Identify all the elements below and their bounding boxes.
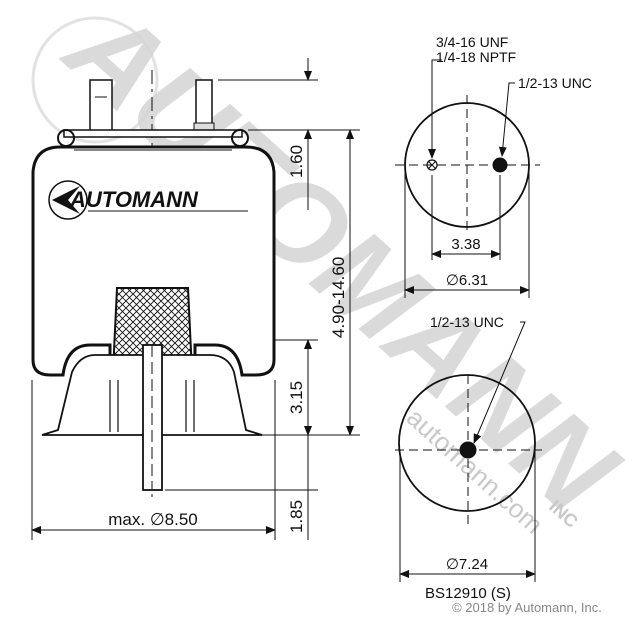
dimension-overall-height: 4.90-14.60 [329, 257, 348, 338]
copyright: © 2018 by Automann, Inc. [452, 600, 602, 615]
piston-bottom-view [395, 321, 542, 582]
dimension-3-15: 3.15 [287, 381, 306, 414]
part-number: BS12910 (S) [425, 585, 511, 602]
automann-logo: AUTOMANN [48, 180, 248, 220]
bottom-diameter: ∅7.24 [446, 556, 488, 573]
top-spacing: 3.38 [451, 236, 480, 253]
air-fitting-stud [89, 79, 113, 136]
bottom-stud-hole-icon [459, 441, 477, 459]
top-plate-view [395, 59, 540, 298]
air-fitting-hole-icon [426, 159, 438, 171]
side-dimensions [31, 58, 360, 540]
top-label-unc: 1/2-13 UNC [518, 75, 592, 91]
top-label-nptf: 1/4-18 NPTF [436, 49, 516, 65]
air-spring-side-view [31, 70, 276, 500]
top-label-unf: 3/4-16 UNF [436, 34, 508, 50]
dimension-1-60: 1.60 [287, 145, 306, 178]
stud-hole-icon [492, 157, 508, 173]
bottom-label-unc: 1/2-13 UNC [430, 314, 504, 330]
watermark-ring [31, 16, 159, 144]
top-bead-plate [63, 129, 243, 138]
dimension-max-diameter: max. ∅8.50 [108, 510, 197, 529]
logo-emblem-icon [48, 180, 88, 220]
dimension-1-85: 1.85 [287, 500, 306, 533]
top-diameter: ∅6.31 [446, 272, 488, 289]
logo-text: AUTOMANN [69, 187, 199, 212]
